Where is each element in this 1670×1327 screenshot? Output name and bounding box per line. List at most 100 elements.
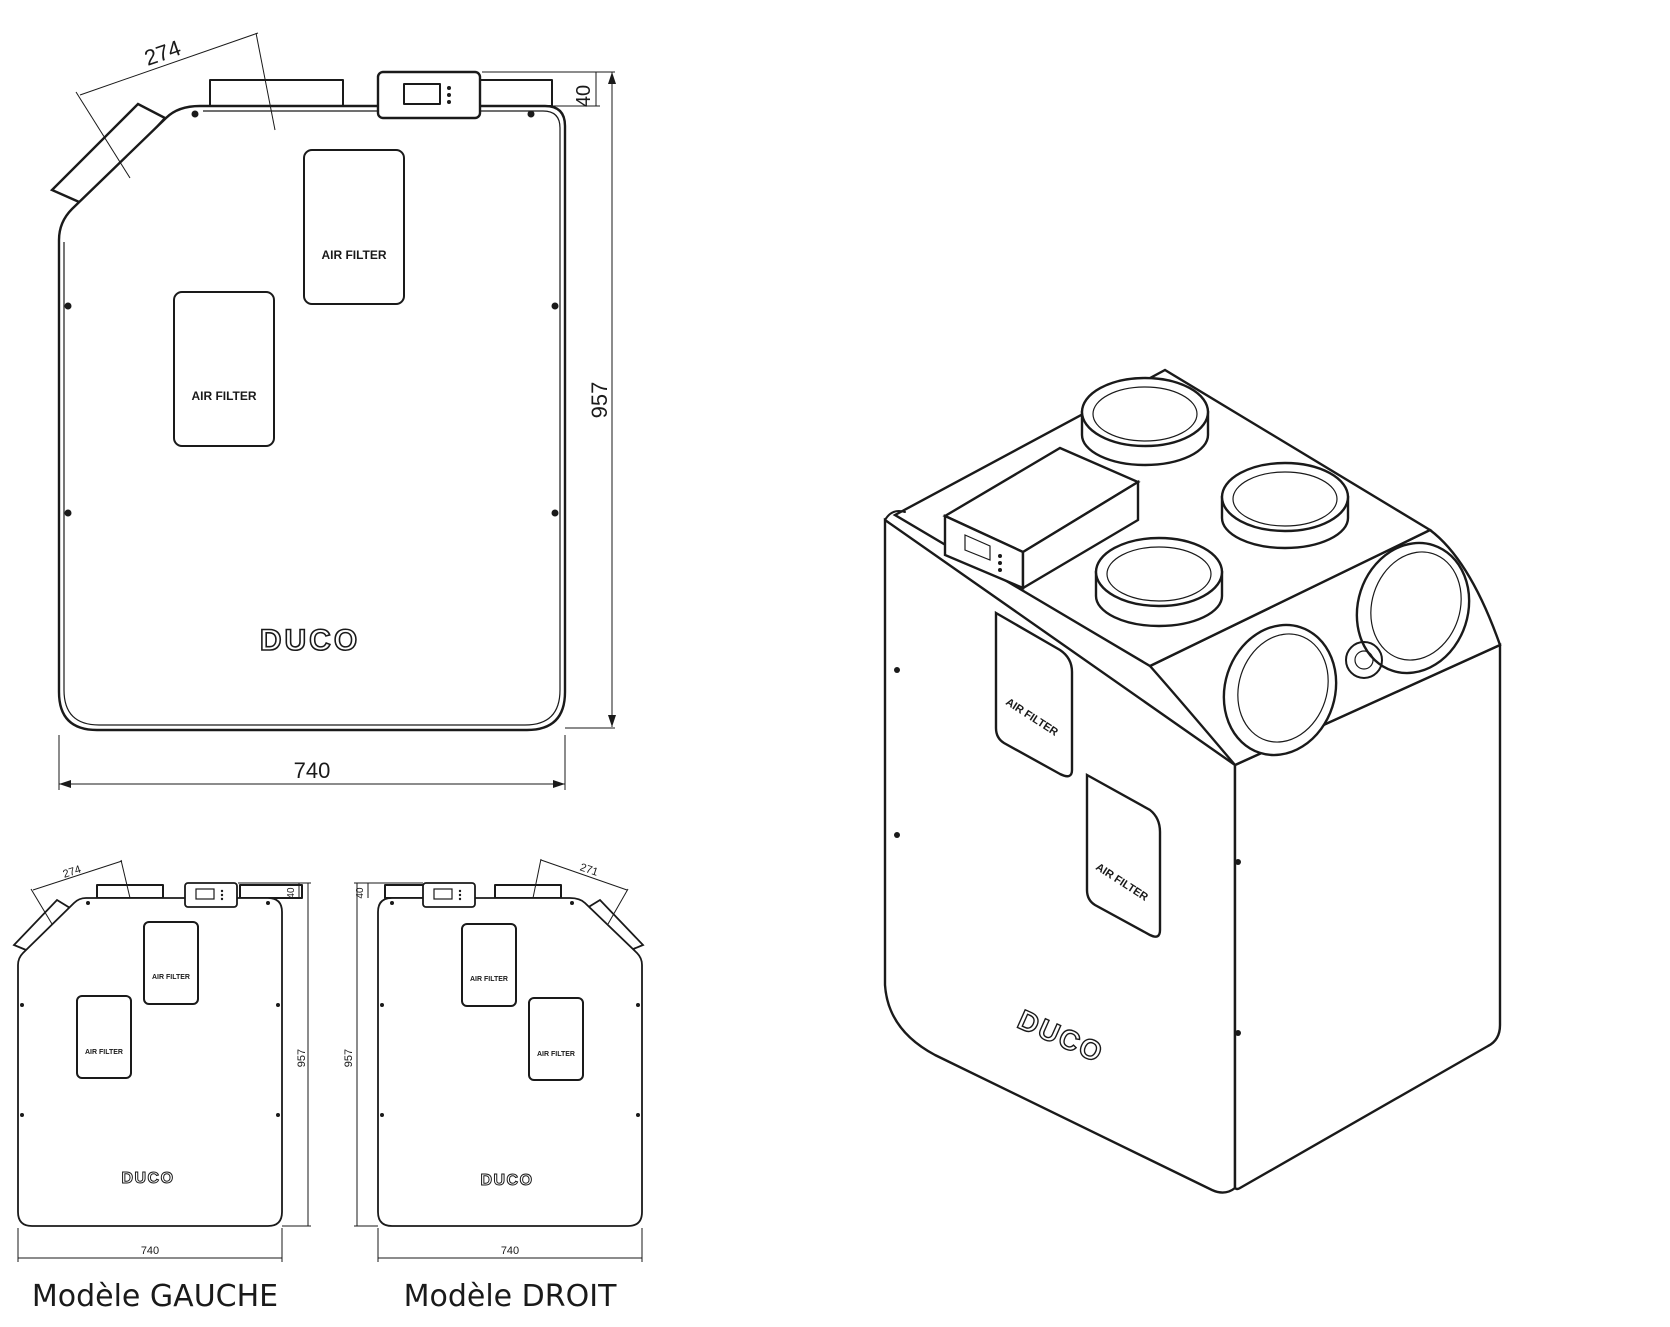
arrowhead	[608, 72, 616, 84]
iso-duct-3	[1094, 536, 1224, 628]
control-panel	[422, 882, 476, 908]
arrowhead	[553, 780, 565, 788]
dim-line-diagonal	[79, 32, 259, 96]
dim-width-value: 740	[141, 1245, 159, 1257]
control-button	[220, 893, 224, 897]
iso-top-face	[892, 368, 1433, 668]
duco-logo: DUCO	[480, 1172, 533, 1189]
dim-diagonal-value: 271	[578, 862, 599, 879]
control-button	[998, 561, 1002, 565]
screw	[20, 1003, 24, 1007]
top-collar-right	[479, 79, 553, 107]
control-display	[195, 888, 215, 900]
screw	[380, 1113, 384, 1117]
main-front-view: AIR FILTER AIR FILTER DUCO 274 957 40 74…	[49, 32, 616, 790]
iso-drain-fitting	[1345, 641, 1383, 679]
air-filter-door-lower	[76, 995, 132, 1079]
arrowhead	[59, 780, 71, 788]
screw	[894, 667, 900, 673]
screw	[276, 1113, 280, 1117]
control-button-down	[447, 100, 451, 104]
control-display	[433, 888, 453, 900]
control-button	[998, 554, 1002, 558]
dim-diagonal-value: 274	[61, 864, 82, 881]
unit-inner-edge	[63, 110, 561, 726]
control-button-ok	[447, 93, 451, 97]
extension-line	[607, 888, 629, 925]
iso-duct-5	[1355, 541, 1471, 675]
screw	[64, 302, 72, 310]
top-collar-right	[494, 884, 562, 899]
screw	[276, 1003, 280, 1007]
control-panel	[184, 882, 238, 908]
dim-width-value: 740	[501, 1245, 519, 1257]
screw	[1235, 859, 1241, 865]
air-filter-label-upper: AIR FILTER	[152, 974, 190, 981]
air-filter-door-upper	[303, 149, 405, 305]
duco-logo: DUCO	[260, 624, 360, 657]
duco-logo: DUCO	[121, 1170, 174, 1187]
screw	[86, 901, 90, 905]
control-panel	[376, 70, 482, 120]
iso-control-display	[964, 534, 991, 561]
extension-line	[75, 91, 131, 179]
extension-line	[30, 888, 53, 925]
dim-diagonal-value: 274	[141, 35, 184, 71]
iso-edge	[884, 510, 906, 521]
iso-drain-inner	[1354, 650, 1374, 670]
extension-line	[120, 859, 131, 899]
dim-height-value: 957	[296, 1049, 308, 1067]
caption-left-model: Modèle GAUCHE	[32, 1279, 278, 1314]
dim-line-diagonal	[32, 860, 123, 891]
dim-top-value: 40	[573, 85, 595, 107]
screw	[1235, 1030, 1241, 1036]
unit-body	[57, 104, 567, 732]
air-filter-label-lower: AIR FILTER	[85, 1049, 123, 1056]
air-filter-door-upper	[461, 923, 517, 1007]
control-button	[998, 568, 1002, 572]
iso-air-filter-door-1	[994, 610, 1074, 778]
screw	[636, 1113, 640, 1117]
air-filter-door-upper	[143, 921, 199, 1005]
control-display	[403, 83, 441, 105]
screw	[551, 509, 559, 517]
right-model-view: AIR FILTER AIR FILTER DUCO 271 957 40 74…	[343, 858, 645, 1314]
control-button	[458, 889, 462, 893]
air-filter-label-lower: AIR FILTER	[191, 389, 256, 403]
iso-right-face	[1233, 643, 1502, 1191]
air-filter-label-upper: AIR FILTER	[470, 976, 508, 983]
screw	[266, 901, 270, 905]
unit-body	[17, 897, 283, 1227]
control-button-up	[447, 86, 451, 90]
air-filter-door-lower	[173, 291, 275, 447]
dim-top-value: 40	[355, 887, 366, 899]
air-filter-label-lower: AIR FILTER	[537, 1051, 575, 1058]
control-button	[458, 893, 462, 897]
control-button	[458, 897, 462, 901]
screw	[380, 1003, 384, 1007]
top-collar-left	[209, 79, 344, 107]
arrowhead	[608, 715, 616, 727]
iso-duct-4	[1222, 623, 1338, 757]
air-filter-label-upper: AIR FILTER	[321, 248, 386, 262]
iso-air-filter-door-2	[1085, 772, 1162, 938]
iso-left-face	[883, 517, 1237, 1194]
caption-right-model: Modèle DROIT	[404, 1279, 617, 1314]
screw	[636, 1003, 640, 1007]
dim-line-diagonal	[540, 859, 628, 891]
dim-top-value: 40	[286, 887, 297, 899]
extension-line	[532, 858, 542, 899]
screw	[894, 832, 900, 838]
iso-control-side	[1021, 479, 1140, 591]
isometric-view: AIR FILTER AIR FILTER DUCO	[883, 368, 1502, 1194]
screw	[527, 110, 535, 118]
dim-height-value: 957	[587, 382, 612, 419]
control-button	[220, 897, 224, 901]
screw	[191, 110, 199, 118]
screw	[390, 901, 394, 905]
left-model-view: AIR FILTER AIR FILTER DUCO 274 957 40 74…	[12, 859, 311, 1314]
unit-body	[377, 897, 643, 1227]
screw	[551, 302, 559, 310]
screw	[64, 509, 72, 517]
